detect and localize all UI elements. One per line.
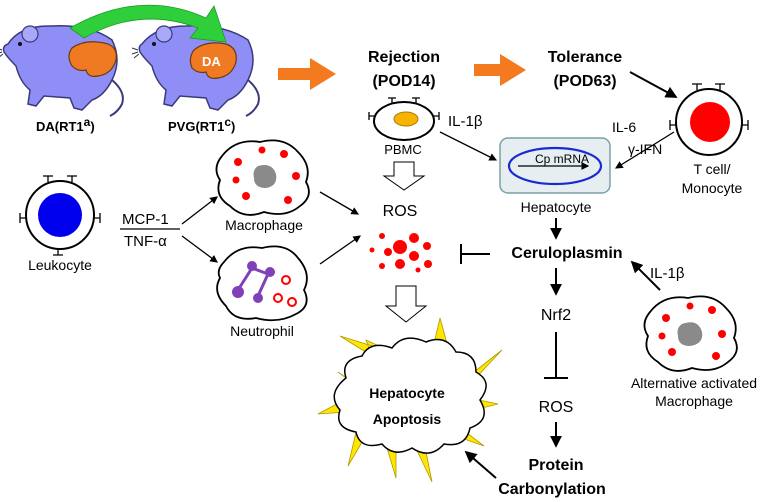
- liver-label: DA: [202, 54, 221, 69]
- macrophage-to-ros-arrow: [319, 191, 360, 215]
- tcell-label-line1: T cell/: [693, 161, 730, 177]
- recipient-rat-icon: DA: [131, 25, 260, 117]
- neutrophil-icon: [216, 245, 308, 322]
- hepatocyte-label: Hepatocyte: [521, 199, 592, 215]
- hollow-arrow-icon: [384, 285, 428, 323]
- cp-mrna-label: Cp mRNA: [535, 152, 589, 166]
- hollow-arrow-icon: [382, 161, 426, 191]
- tnfa-label: TNF-α: [124, 233, 167, 250]
- leukocyte-label: Leukocyte: [28, 257, 92, 273]
- carbonylation-label-line2: Carbonylation: [498, 481, 606, 498]
- apoptosis-burst-icon: [317, 317, 503, 483]
- alt-macrophage-label-line2: Macrophage: [655, 393, 733, 409]
- donor-liver-icon: [68, 41, 117, 77]
- hepatocyte-cell-icon: [499, 137, 611, 194]
- recipient-label: PVG(RT1c): [168, 115, 235, 134]
- tolerance-pod-label: (POD63): [553, 73, 616, 90]
- il1b-top-label: IL-1β: [448, 113, 483, 130]
- gamma-ifn-label: γ-IFN: [628, 141, 662, 157]
- donor-label: DA(RT1a): [36, 115, 95, 134]
- pbmc-label: PBMC: [384, 142, 422, 157]
- ros-bottom-label: ROS: [539, 399, 574, 416]
- tolerance-to-tcell-arrow: [629, 71, 678, 98]
- ceruloplasmin-label: Ceruloplasmin: [511, 245, 622, 262]
- orange-arrow-icon: [278, 58, 336, 90]
- alt-macrophage-to-cp-arrow: [630, 260, 661, 291]
- apoptosis-label-line1: Hepatocyte: [369, 385, 445, 401]
- pbmc-cell-icon: [368, 97, 440, 141]
- transplant-arrow-icon: [69, 4, 227, 43]
- orange-arrow-icon: [474, 54, 526, 86]
- leukocyte-icon: [19, 175, 101, 256]
- to-macrophage-arrow: [181, 196, 218, 225]
- ros-particles-icon: [369, 233, 432, 273]
- rejection-label: Rejection: [368, 49, 440, 66]
- donor-rat-icon: [0, 25, 124, 117]
- alt-macrophage-icon: [643, 295, 738, 372]
- il6-label: IL-6: [612, 119, 636, 135]
- tcell-icon: [669, 83, 749, 156]
- tcell-label-line2: Monocyte: [682, 180, 743, 196]
- il1b-right-label: IL-1β: [650, 265, 685, 282]
- carbonylation-label-line1: Protein: [528, 457, 583, 474]
- tolerance-label: Tolerance: [548, 49, 623, 66]
- ros-top-label: ROS: [383, 203, 418, 220]
- neutrophil-label: Neutrophil: [230, 323, 294, 339]
- to-neutrophil-arrow: [181, 235, 218, 263]
- pbmc-to-hepatocyte-arrow: [439, 131, 498, 161]
- mcp1-label: MCP-1: [122, 211, 169, 228]
- macrophage-icon: [215, 139, 310, 216]
- nrf2-label: Nrf2: [541, 307, 571, 324]
- tcell-to-hepatocyte-arrow: [615, 131, 675, 169]
- carbonylation-to-apoptosis-arrow: [464, 450, 497, 479]
- alt-macrophage-label-line1: Alternative activated: [631, 375, 757, 391]
- apoptosis-label-line2: Apoptosis: [373, 411, 442, 427]
- recipient-liver-icon: [189, 42, 237, 79]
- macrophage-label: Macrophage: [225, 217, 303, 233]
- neutrophil-to-ros-arrow: [319, 235, 361, 265]
- rejection-pod-label: (POD14): [372, 73, 435, 90]
